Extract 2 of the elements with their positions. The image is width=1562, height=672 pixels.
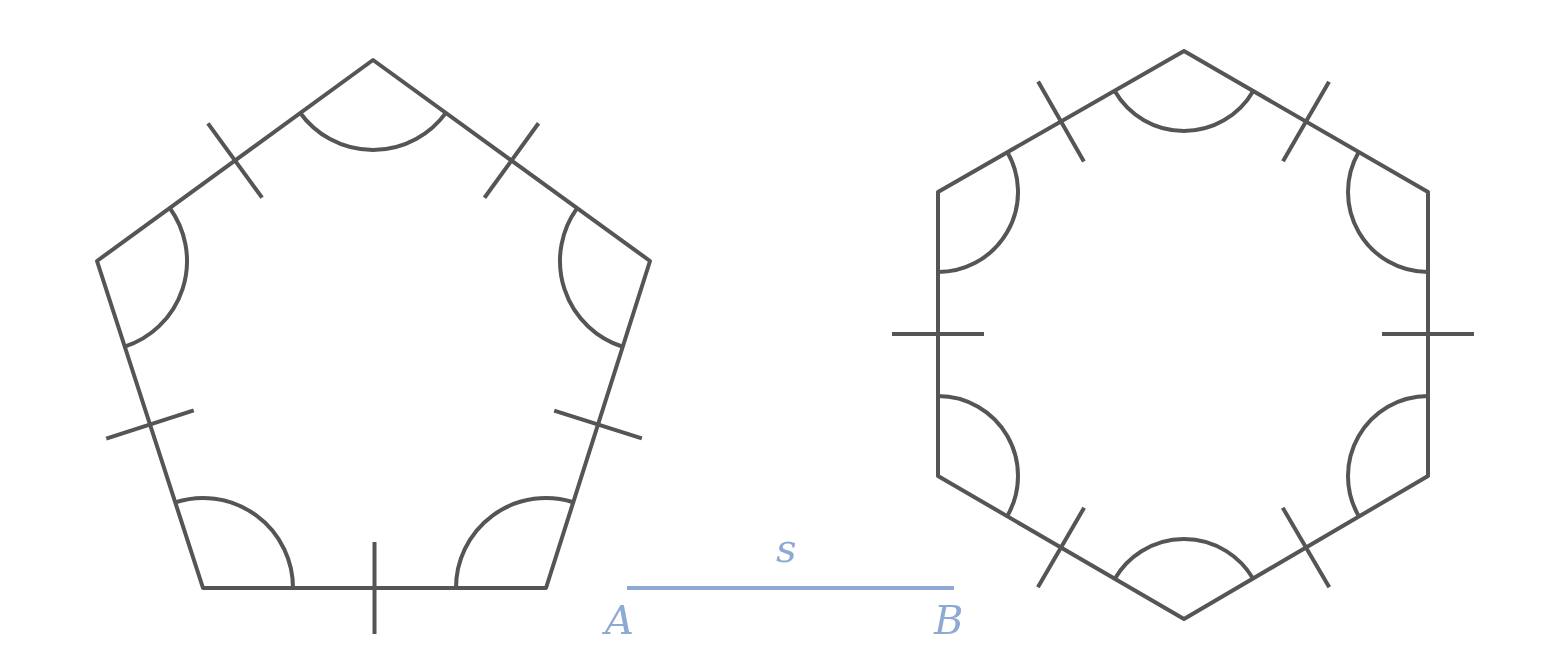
point-label: B	[934, 600, 964, 640]
point-label: s	[776, 528, 797, 568]
